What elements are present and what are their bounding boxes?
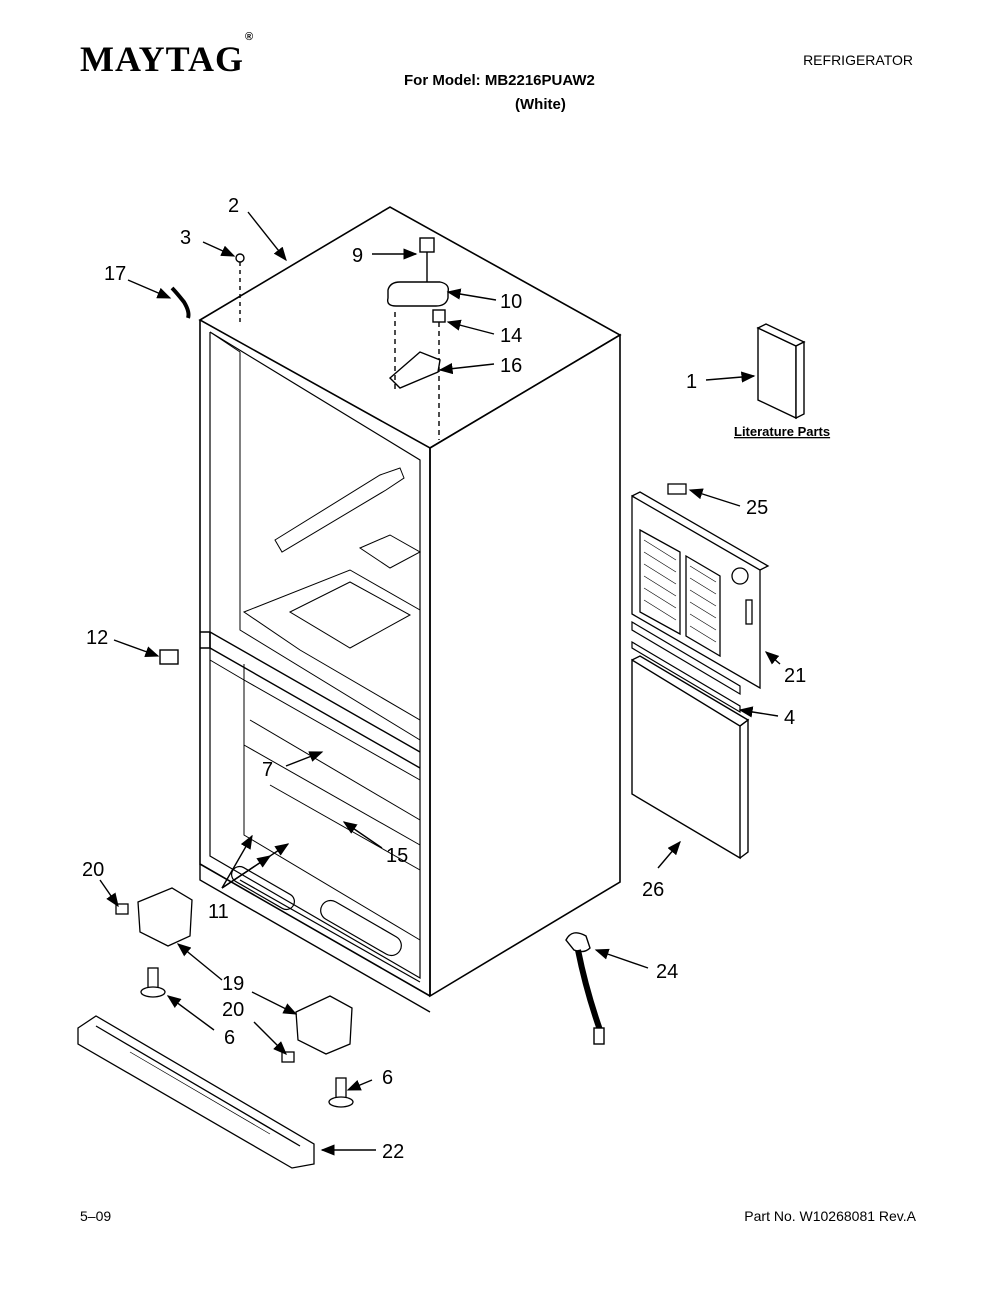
document-type: REFRIGERATOR xyxy=(803,52,913,68)
literature-booklet xyxy=(756,323,806,420)
callout-7: 7 xyxy=(262,759,273,781)
hinge-parts xyxy=(159,237,450,665)
brand-logo: MAYTAG® xyxy=(80,31,254,80)
callout-3: 3 xyxy=(180,227,191,249)
toe-panel xyxy=(631,655,750,860)
revision-date: 5–09 xyxy=(80,1208,112,1224)
callout-6-right: 6 xyxy=(382,1067,393,1089)
callout-11: 11 xyxy=(208,901,229,923)
callout-21: 21 xyxy=(784,665,806,687)
callout-9: 9 xyxy=(352,245,363,267)
callout-2: 2 xyxy=(228,195,239,217)
callout-16: 16 xyxy=(500,355,522,377)
base-grille xyxy=(77,1015,315,1169)
callout-19: 19 xyxy=(222,973,244,995)
callout-17: 17 xyxy=(104,263,126,285)
color-line: (White) xyxy=(515,96,566,113)
literature-parts-label: Literature Parts xyxy=(734,424,830,439)
callout-20-right: 20 xyxy=(222,999,244,1021)
callout-labels: 2 3 17 9 10 14 16 1 Literature Parts 25 … xyxy=(82,195,830,1163)
callout-25: 25 xyxy=(746,497,768,519)
callout-1: 1 xyxy=(686,371,697,393)
brand-registered-mark: ® xyxy=(245,31,255,43)
callout-20-left: 20 xyxy=(82,859,104,881)
leveling-assemblies xyxy=(115,887,354,1108)
callout-4: 4 xyxy=(784,707,795,729)
callout-22: 22 xyxy=(382,1141,404,1163)
callout-6-left: 6 xyxy=(224,1027,235,1049)
callout-10: 10 xyxy=(500,291,522,313)
refrigerator-cabinet xyxy=(198,206,622,1013)
brand-name: MAYTAG xyxy=(80,39,245,79)
callout-15: 15 xyxy=(386,845,408,867)
drain-tube xyxy=(565,932,605,1045)
grille-panel xyxy=(631,483,770,690)
model-line: For Model: MB2216PUAW2 xyxy=(404,72,595,89)
callout-12: 12 xyxy=(86,627,108,649)
part-number: Part No. W10268081 Rev.A xyxy=(744,1208,916,1224)
leader-arrows xyxy=(99,211,781,1156)
callout-24: 24 xyxy=(656,961,678,983)
callout-14: 14 xyxy=(500,325,522,347)
callout-26: 26 xyxy=(642,879,664,901)
